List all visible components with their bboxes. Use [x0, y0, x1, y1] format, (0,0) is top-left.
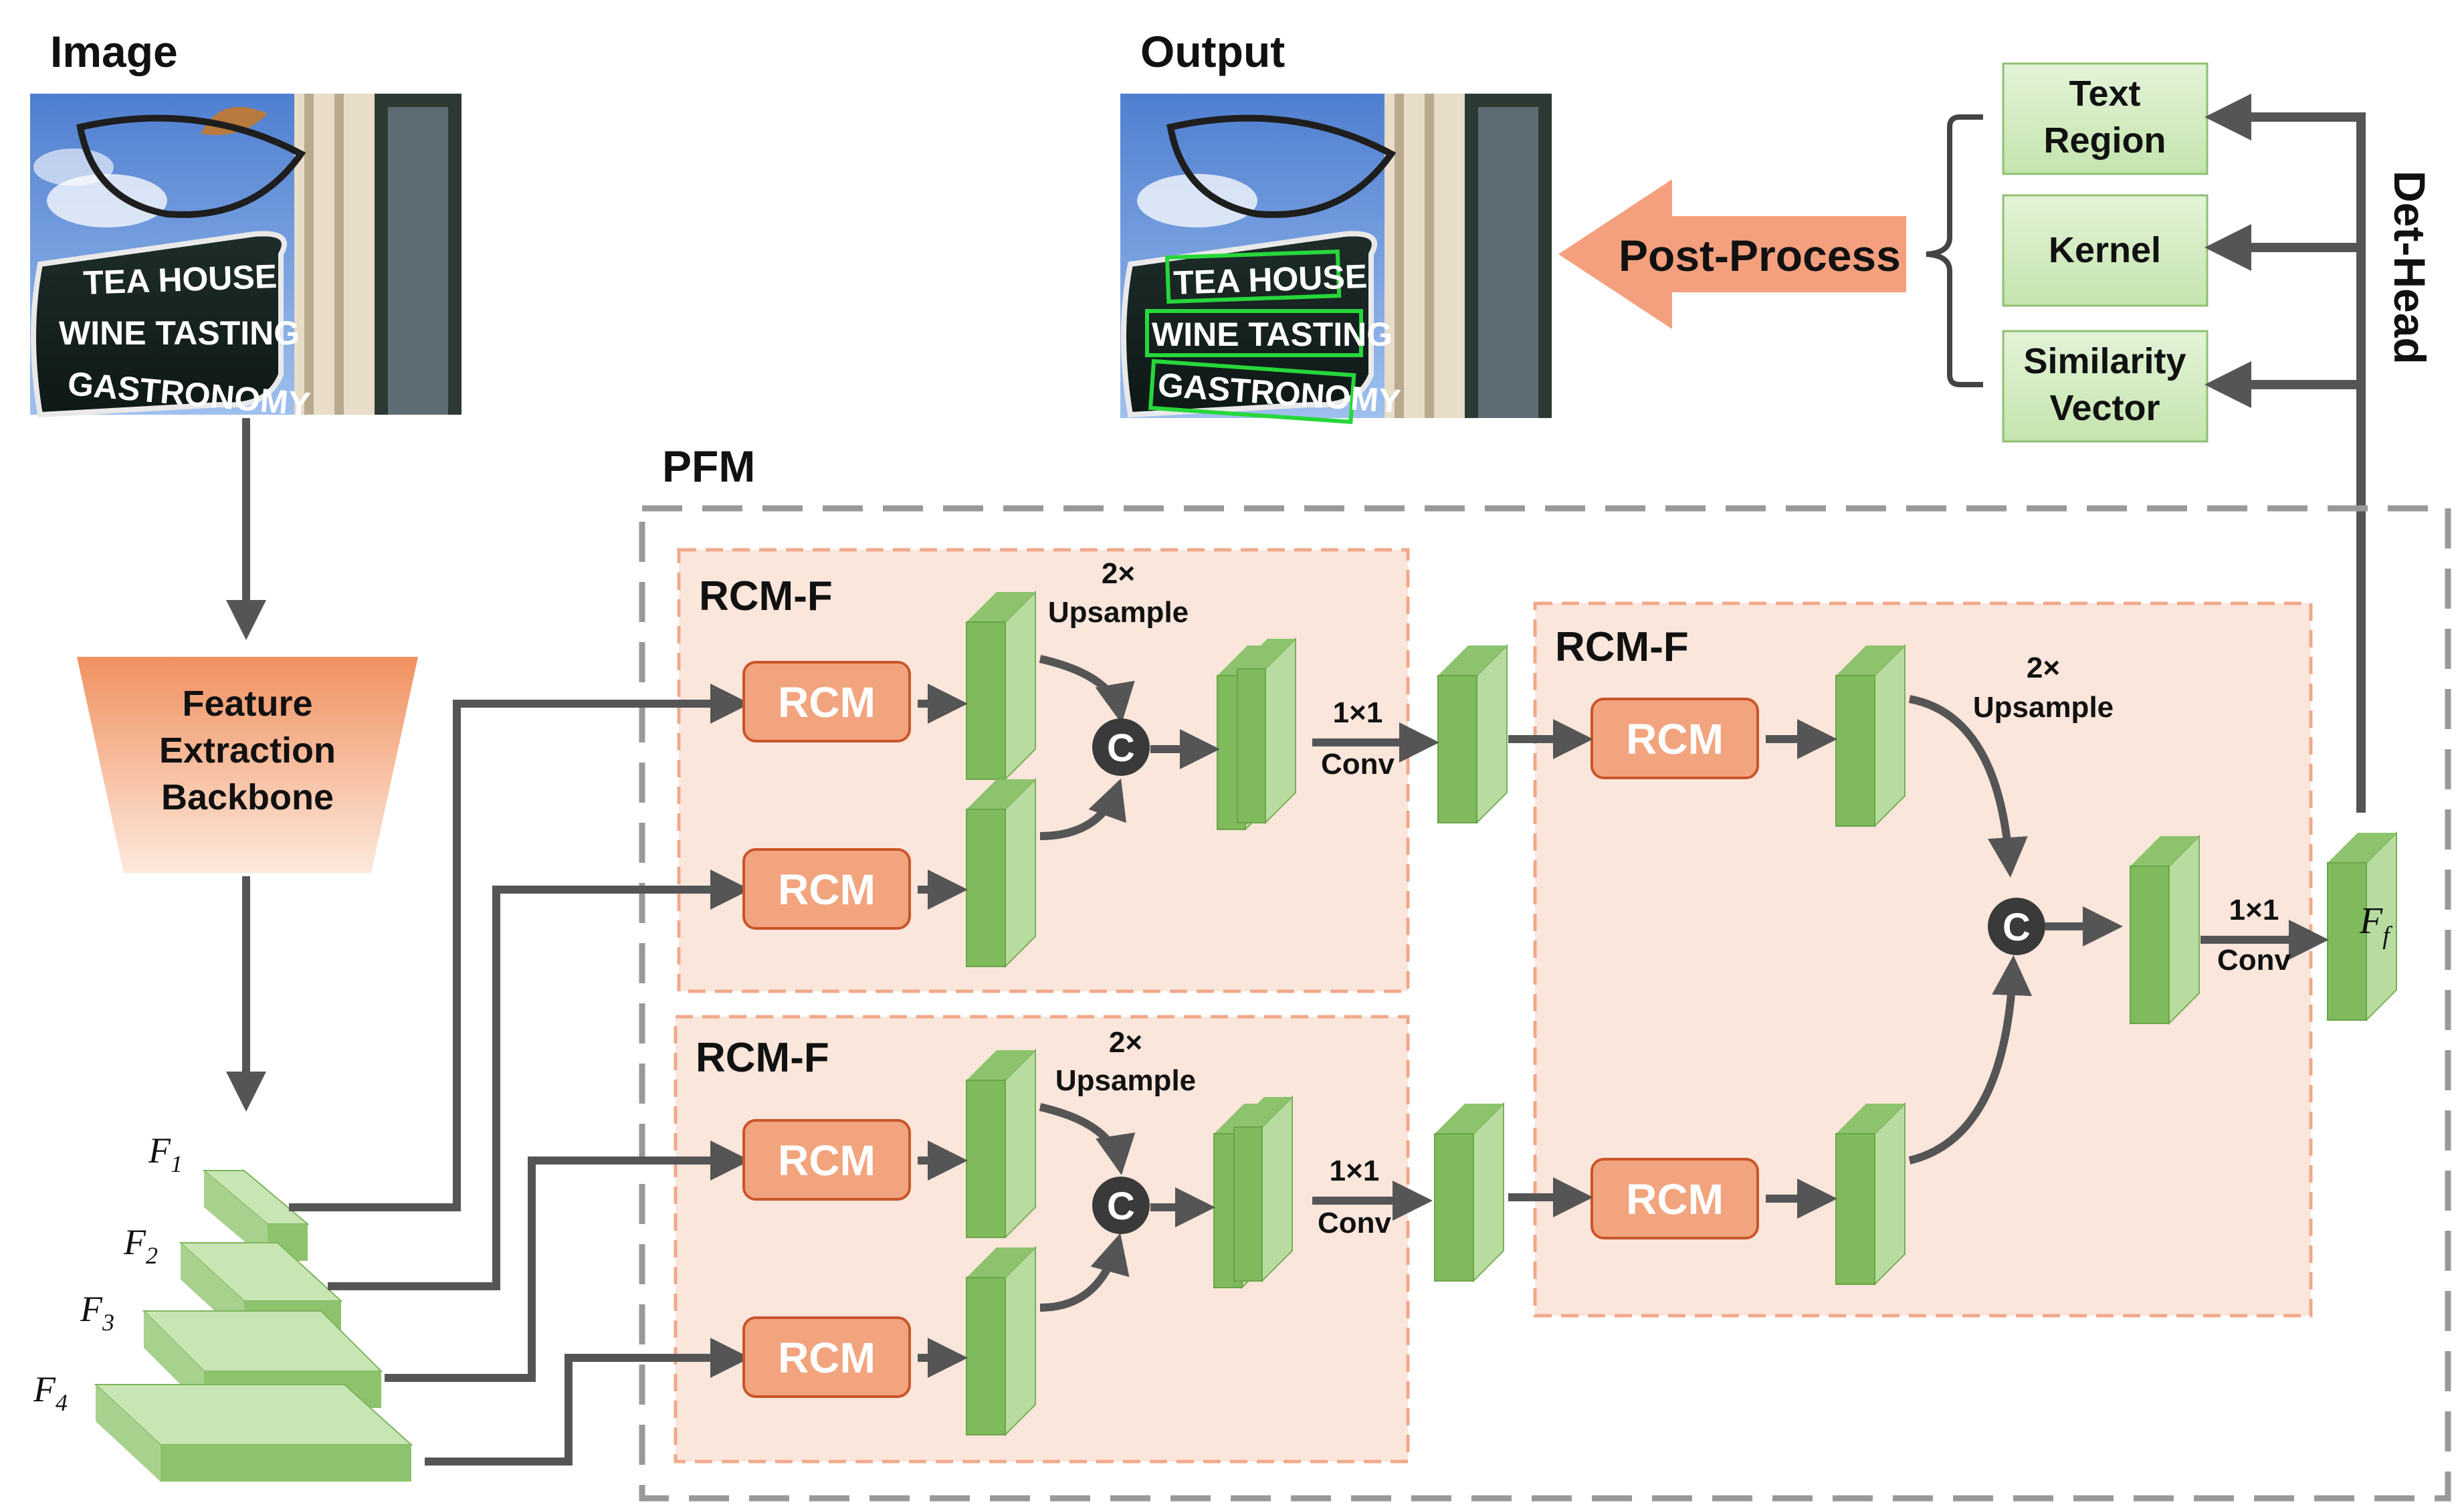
- post-process-arrow: Post-Process: [1558, 179, 1906, 329]
- output-sign-line-2: WINE TASTING: [1152, 316, 1393, 353]
- feature-map-slab: [1437, 643, 1508, 825]
- feature-level-labels: F1 F2 F3 F4: [33, 1130, 183, 1416]
- feature-map-slab: [1835, 1102, 1906, 1286]
- feature-map-slab: [1233, 1095, 1293, 1283]
- feature-map-slab: [1434, 1102, 1504, 1283]
- image-title: Image: [50, 27, 178, 76]
- rcmf-label-bottom: RCM-F: [696, 1035, 829, 1081]
- output-image: TEA HOUSE WINE TASTING GASTRONOMY: [1120, 94, 1552, 424]
- concat-nodes: C C C: [1092, 718, 2045, 1234]
- output-sign-line-1: TEA HOUSE: [1172, 258, 1368, 302]
- output-title: Output: [1140, 27, 1285, 76]
- svg-text:RCM: RCM: [1626, 1175, 1724, 1223]
- svg-text:1×1: 1×1: [2229, 894, 2279, 926]
- svg-text:C: C: [1107, 726, 1135, 770]
- svg-text:F4: F4: [33, 1369, 68, 1416]
- det-head-arrows: [2204, 94, 2366, 813]
- svg-text:F1: F1: [148, 1130, 183, 1177]
- feature-map-slab: [966, 1245, 1036, 1437]
- svg-text:F3: F3: [80, 1289, 114, 1336]
- feature-map-slab: [2327, 831, 2397, 1022]
- output-brace: [1926, 114, 1983, 387]
- svg-text:C: C: [2003, 906, 2031, 949]
- feature-maps: [966, 590, 2397, 1437]
- output-similarity-vector: Similarity Vector: [2002, 330, 2209, 443]
- svg-text:Upsample: Upsample: [1055, 1064, 1196, 1097]
- sign-line-2: WINE TASTING: [59, 314, 300, 352]
- svg-text:RCM: RCM: [778, 678, 876, 726]
- svg-text:F2: F2: [123, 1222, 158, 1269]
- svg-text:RCM: RCM: [1626, 715, 1724, 763]
- feature-map-slab: [966, 590, 1036, 781]
- pfm-region: [639, 505, 2451, 1502]
- rcmf-label-right: RCM-F: [1555, 624, 1689, 670]
- svg-text:Extraction: Extraction: [159, 730, 336, 771]
- pfm-label: PFM: [662, 441, 755, 491]
- svg-text:1×1: 1×1: [1333, 696, 1383, 729]
- svg-text:Kernel: Kernel: [2049, 230, 2161, 270]
- feature-map-slab: [2130, 834, 2200, 1025]
- svg-text:Vector: Vector: [2049, 388, 2160, 428]
- feature-connectors: [289, 684, 750, 1466]
- feature-map-slab: [1835, 643, 1906, 828]
- svg-text:2×: 2×: [2027, 651, 2060, 684]
- svg-text:RCM: RCM: [778, 866, 876, 914]
- svg-text:Backbone: Backbone: [161, 777, 334, 817]
- svg-text:Upsample: Upsample: [1973, 691, 2114, 724]
- svg-text:2×: 2×: [1109, 1026, 1142, 1059]
- svg-text:Upsample: Upsample: [1048, 596, 1189, 629]
- sign-line-1: TEA HOUSE: [82, 258, 278, 302]
- pfm-arrows: [918, 655, 2329, 1378]
- post-process-label: Post-Process: [1619, 231, 1901, 280]
- det-head-label: Det-Head: [2385, 171, 2435, 365]
- svg-text:Conv: Conv: [1321, 748, 1395, 781]
- svg-text:C: C: [1107, 1185, 1135, 1228]
- feature-map-slab: [1237, 637, 1296, 825]
- output-text-region: Text Region: [2002, 62, 2209, 175]
- feature-pyramid: [94, 1170, 413, 1482]
- svg-text:2×: 2×: [1102, 557, 1135, 590]
- op-annotations: 2× Upsample 2× Upsample 2× Upsample 1×1 …: [1048, 557, 2291, 1239]
- feature-map-slab: [966, 777, 1036, 969]
- rcmf-label-top: RCM-F: [699, 573, 833, 619]
- svg-text:Similarity: Similarity: [2023, 341, 2186, 381]
- svg-text:Region: Region: [2044, 120, 2166, 161]
- backbone: Feature Extraction Backbone: [77, 657, 418, 873]
- feature-map-slab: [966, 1048, 1036, 1239]
- input-image: TEA HOUSE WINE TASTING GASTRONOMY: [30, 94, 461, 423]
- svg-text:1×1: 1×1: [1330, 1154, 1380, 1187]
- svg-text:RCM: RCM: [778, 1334, 876, 1382]
- output-kernel: Kernel: [2002, 194, 2209, 307]
- svg-text:Text: Text: [2069, 74, 2140, 114]
- svg-text:Conv: Conv: [1318, 1207, 1392, 1239]
- svg-text:Feature: Feature: [182, 684, 312, 724]
- svg-text:RCM: RCM: [778, 1136, 876, 1185]
- svg-text:Conv: Conv: [2217, 944, 2291, 977]
